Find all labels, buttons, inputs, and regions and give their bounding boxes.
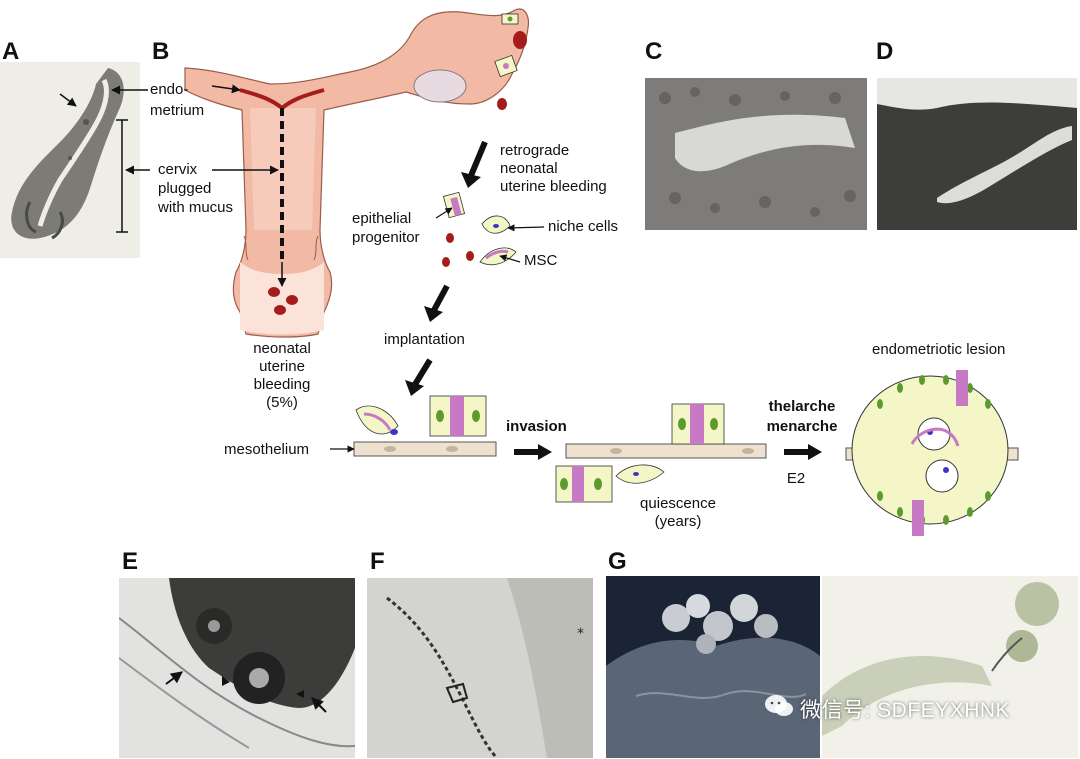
- panel-letter-f: F: [370, 548, 385, 575]
- label-quiescence-line2: (years): [654, 513, 702, 530]
- label-epithelial-line1: epithelial: [352, 210, 412, 227]
- label-niche-cells: niche cells: [548, 218, 619, 235]
- label-epithelial-line2: progenitor: [352, 229, 420, 246]
- label-mesothelium: mesothelium: [224, 441, 310, 458]
- label-thelarche: thelarche: [768, 398, 836, 415]
- panel-a-micrograph: [0, 62, 140, 258]
- panel-c-micrograph: [645, 78, 867, 230]
- panel-g-histology: [822, 576, 1078, 758]
- mesothelium-left: [330, 395, 497, 457]
- label-retrograde-line2: neonatal: [500, 160, 558, 177]
- label-retrograde-line1: retrograde: [500, 142, 570, 159]
- label-invasion: invasion: [506, 418, 567, 435]
- panel-letter-c: C: [645, 38, 663, 65]
- wechat-icon: [764, 694, 794, 718]
- blood-drop: [286, 295, 298, 305]
- label-e2: E2: [786, 470, 806, 487]
- blood-drop: [268, 287, 280, 297]
- panel-letter-b: B: [152, 38, 170, 65]
- svg-text:*: *: [577, 626, 584, 642]
- label-endometriotic-lesion: endometriotic lesion: [872, 341, 1006, 358]
- transit-cells: [442, 191, 517, 267]
- uterus-illustration: [184, 8, 530, 338]
- panel-letter-g: G: [608, 548, 627, 575]
- label-quiescence-line1: quiescence: [640, 495, 716, 512]
- endometriotic-lesion-illustration: [845, 370, 1019, 536]
- label-endometrium-line2: metrium: [150, 102, 205, 119]
- mesothelium-middle: [555, 403, 767, 503]
- label-cervix-line2: plugged: [158, 180, 212, 197]
- label-neonatal-bleeding-line2: uterine: [259, 358, 305, 375]
- panel-a-annotations: [59, 85, 150, 233]
- panel-d-micrograph: [877, 78, 1077, 230]
- label-retrograde-line3: uterine bleeding: [500, 178, 607, 195]
- label-cervix-line1: cervix: [158, 161, 198, 178]
- label-implantation: implantation: [384, 331, 465, 348]
- blood-drop: [274, 305, 286, 315]
- panel-letter-d: D: [876, 38, 894, 65]
- flow-arrows: [405, 140, 822, 460]
- label-menarche: menarche: [766, 418, 838, 435]
- panel-e-micrograph: [119, 578, 355, 758]
- label-neonatal-bleeding-line1: neonatal: [253, 340, 311, 357]
- panel-letter-a: A: [2, 38, 20, 65]
- label-cervix-line3: with mucus: [158, 199, 234, 216]
- label-neonatal-bleeding-line3: bleeding: [253, 376, 311, 393]
- panel-g-sem-micrograph: [606, 576, 820, 758]
- label-endometrium-line1: endo-: [150, 81, 189, 98]
- panel-letter-e: E: [122, 548, 139, 575]
- label-msc: MSC: [524, 252, 558, 269]
- panel-a-arrow: [59, 93, 77, 107]
- panel-f-micrograph: *: [367, 578, 593, 758]
- watermark-text: 微信号: SDFEYXHNK: [800, 699, 1011, 722]
- label-neonatal-bleeding-line4: (5%): [266, 394, 298, 411]
